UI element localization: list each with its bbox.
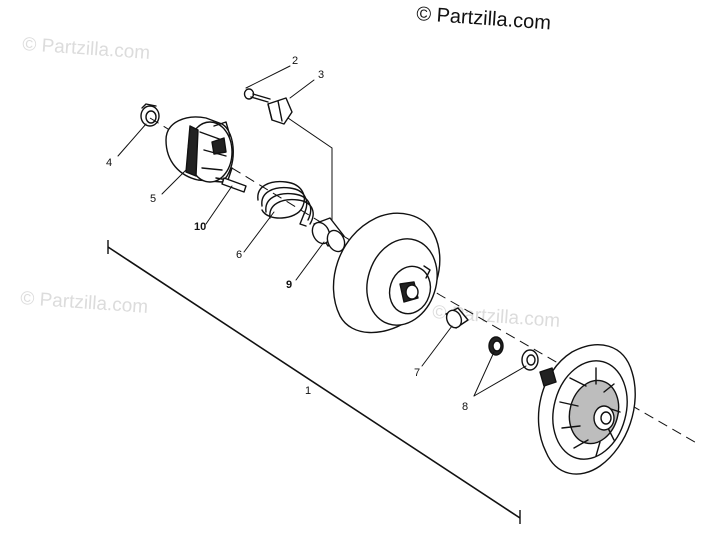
callout-7: 7 <box>414 367 420 379</box>
callout-3: 3 <box>318 69 324 81</box>
movable-sheave <box>537 344 636 475</box>
part-10-key <box>221 177 247 193</box>
callout-10: 10 <box>194 221 206 233</box>
leader-lines <box>117 65 527 397</box>
callout-5: 5 <box>150 193 156 205</box>
part-8-washer-b <box>521 349 539 371</box>
copyright-notice: © Partzilla.com <box>416 3 552 34</box>
stationary-sheave <box>332 212 441 334</box>
callout-1: 1 <box>305 385 311 397</box>
part-4-snap-ring <box>140 103 160 127</box>
part-7-bushing <box>445 307 469 329</box>
part-9-bushing <box>311 217 346 253</box>
center-axis <box>149 117 701 446</box>
callout-9: 9 <box>286 279 292 291</box>
part-8-washer-a <box>488 336 504 356</box>
cap-axis-leader <box>287 117 333 231</box>
watermark-top-left: © Partzilla.com <box>22 34 151 64</box>
part-2-bolt <box>243 88 271 103</box>
callout-8: 8 <box>462 401 468 413</box>
part-3-cap <box>267 97 293 125</box>
callout-4: 4 <box>106 157 112 169</box>
watermark-middle-left: © Partzilla.com <box>20 288 149 318</box>
callout-2: 2 <box>292 55 298 67</box>
callout-6: 6 <box>236 249 242 261</box>
assembly-bracket-line <box>107 246 521 519</box>
part-5-spider <box>165 116 234 183</box>
part-6-spring <box>257 180 314 227</box>
